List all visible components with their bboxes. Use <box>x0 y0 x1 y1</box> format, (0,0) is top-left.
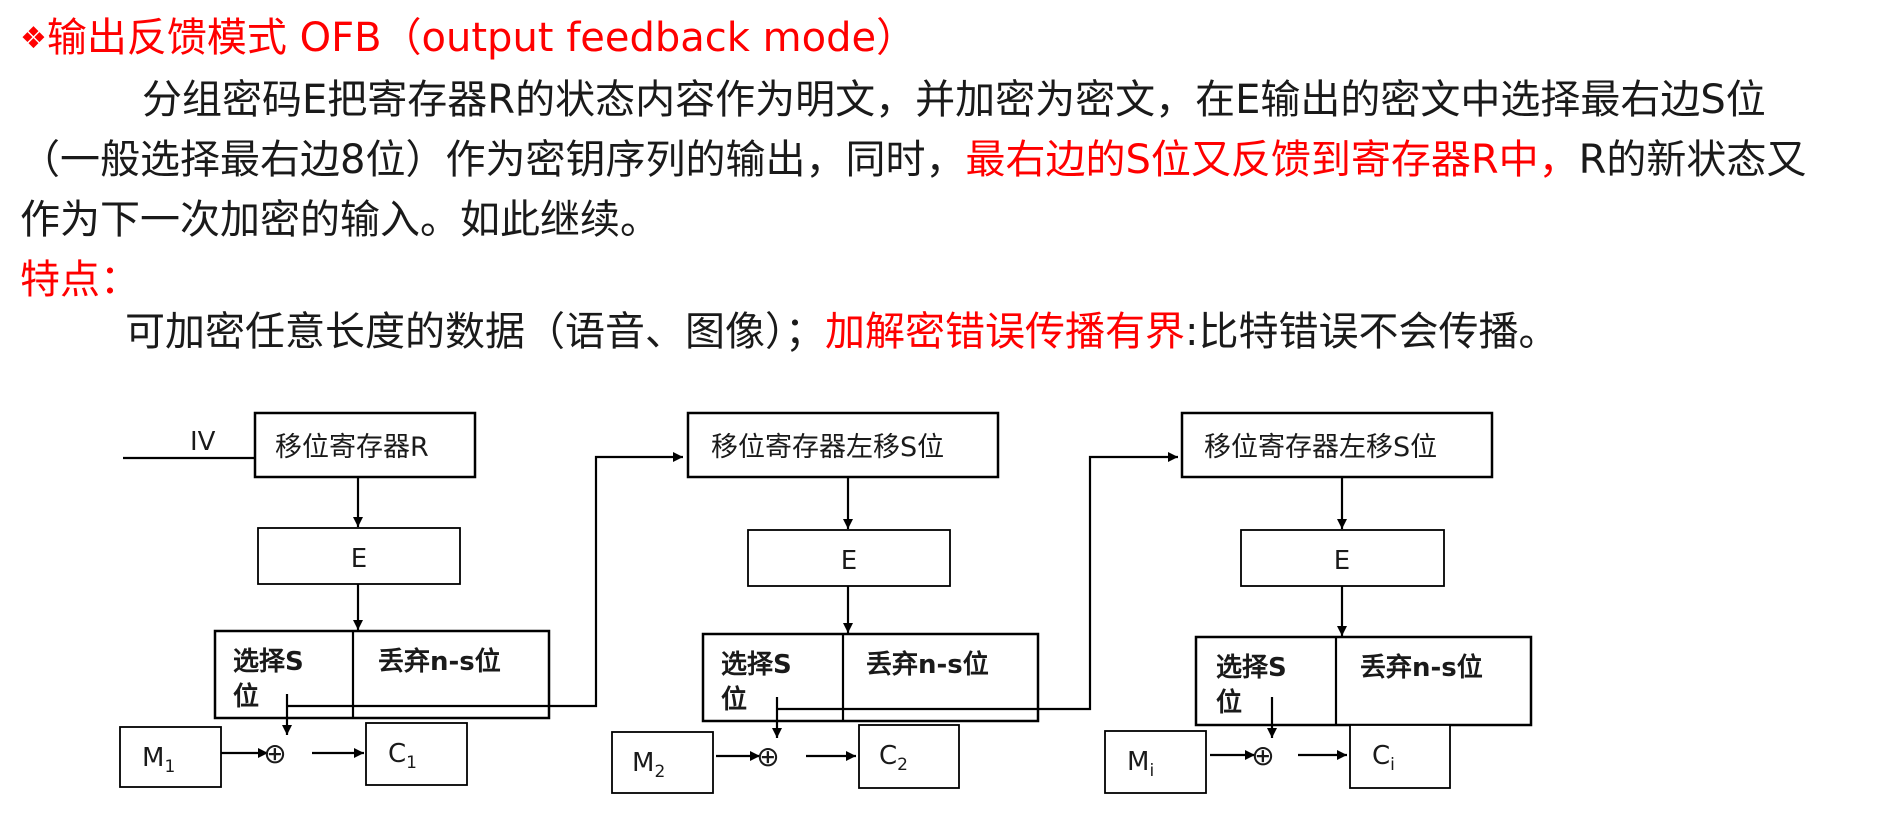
c2-letter: C <box>879 741 897 771</box>
output-split-box-2 <box>701 632 1040 723</box>
m1-subscript: 1 <box>164 757 175 777</box>
discard-label-2: 丢弃n-s位 <box>866 649 989 680</box>
discard-label-1: 丢弃n-s位 <box>378 646 501 677</box>
shift-register-left-i <box>1180 411 1494 479</box>
paragraph-highlight: 最右边的S位又反馈到寄存器R中， <box>965 137 1579 183</box>
c2-subscript: 2 <box>897 755 908 775</box>
select-s-label-2: 选择S <box>721 650 792 680</box>
c1-subscript: 1 <box>406 753 417 773</box>
shift-register-left-2 <box>686 411 1000 479</box>
m1-box <box>119 726 222 788</box>
c1-label: C1 <box>388 739 417 773</box>
m1-label: M1 <box>142 743 175 777</box>
c1-letter: C <box>388 739 406 769</box>
paragraph-line-2: （一般选择最右边8位）作为密钥序列的输出，同时，最右边的S位又反馈到寄存器R中，… <box>20 136 1806 184</box>
features-text-start: 可加密任意长度的数据（语音、图像）； <box>125 309 825 355</box>
xor-icon-i: ⊕ <box>1251 739 1274 772</box>
encrypt-box-2 <box>747 529 951 587</box>
feedback-wire-2 <box>777 452 1178 711</box>
ci-subscript: i <box>1390 755 1395 775</box>
stage-i: 移位寄存器左移S位 E 选择S 位 丢弃n-s位 Mi ⊕ Ci <box>1104 411 1533 794</box>
features-highlight: 加解密错误传播有界 <box>825 309 1185 355</box>
discard-label-i: 丢弃n-s位 <box>1360 652 1483 683</box>
features-label: 特点： <box>20 257 140 303</box>
shift-register-r <box>253 411 477 479</box>
output-split-box-1 <box>213 629 551 720</box>
paragraph-line-2-end: R的新状态又 <box>1578 137 1807 183</box>
stage-1: IV 移位寄存器R E 选择S 位 丢弃n-s位 M1 ⊕ C1 <box>119 411 683 788</box>
select-s-label-i: 选择S <box>1216 653 1287 683</box>
iv-label: IV <box>190 427 216 457</box>
mi-box <box>1104 730 1207 794</box>
m2-label: M2 <box>632 748 665 782</box>
shift-register-r-label: 移位寄存器R <box>275 432 429 463</box>
stage-2: 移位寄存器左移S位 E 选择S 位 丢弃n-s位 M2 ⊕ C2 <box>611 411 1178 794</box>
ci-letter: C <box>1372 741 1390 771</box>
select-s-label-1b: 位 <box>233 681 259 712</box>
features-text-end: :比特错误不会传播。 <box>1185 309 1559 355</box>
encrypt-box-1 <box>257 527 461 585</box>
m2-letter: M <box>632 748 654 778</box>
select-s-label-1: 选择S <box>233 647 304 677</box>
xor-icon-2: ⊕ <box>756 740 779 773</box>
c1-box <box>365 722 468 786</box>
shift-register-left-i-label: 移位寄存器左移S位 <box>1204 432 1437 463</box>
mi-subscript: i <box>1149 761 1154 781</box>
paragraph-line-2-start: （一般选择最右边8位）作为密钥序列的输出，同时， <box>20 137 966 183</box>
c2-box <box>858 724 960 789</box>
features-text: 可加密任意长度的数据（语音、图像）；加解密错误传播有界:比特错误不会传播。 <box>20 308 1558 356</box>
m2-box <box>611 731 714 794</box>
encrypt-label-i: E <box>1334 546 1350 576</box>
ci-box <box>1349 724 1451 789</box>
shift-register-left-2-label: 移位寄存器左移S位 <box>711 432 944 463</box>
paragraph-line-1: 分组密码E把寄存器R的状态内容作为明文，并加密为密文，在E输出的密文中选择最右边… <box>142 77 1766 123</box>
paragraph-line-3: 作为下一次加密的输入。如此继续。 <box>20 197 660 243</box>
m1-letter: M <box>142 743 164 773</box>
mi-letter: M <box>1127 747 1149 777</box>
select-s-label-ib: 位 <box>1216 687 1242 718</box>
c2-label: C2 <box>879 741 908 775</box>
m2-subscript: 2 <box>654 762 665 782</box>
feedback-wire-1 <box>287 452 683 708</box>
diamond-bullet-icon: ❖ <box>20 21 47 56</box>
encrypt-label-2: E <box>841 546 857 576</box>
title-text: 输出反馈模式 OFB（output feedback mode） <box>46 15 917 61</box>
output-split-box-i <box>1194 635 1533 727</box>
encrypt-label-1: E <box>351 544 367 574</box>
mi-label: Mi <box>1127 747 1154 781</box>
page-title: ❖输出反馈模式 OFB（output feedback mode） <box>20 14 916 63</box>
xor-icon-1: ⊕ <box>263 737 286 770</box>
ci-label: Ci <box>1372 741 1395 775</box>
select-s-label-2b: 位 <box>721 684 747 715</box>
